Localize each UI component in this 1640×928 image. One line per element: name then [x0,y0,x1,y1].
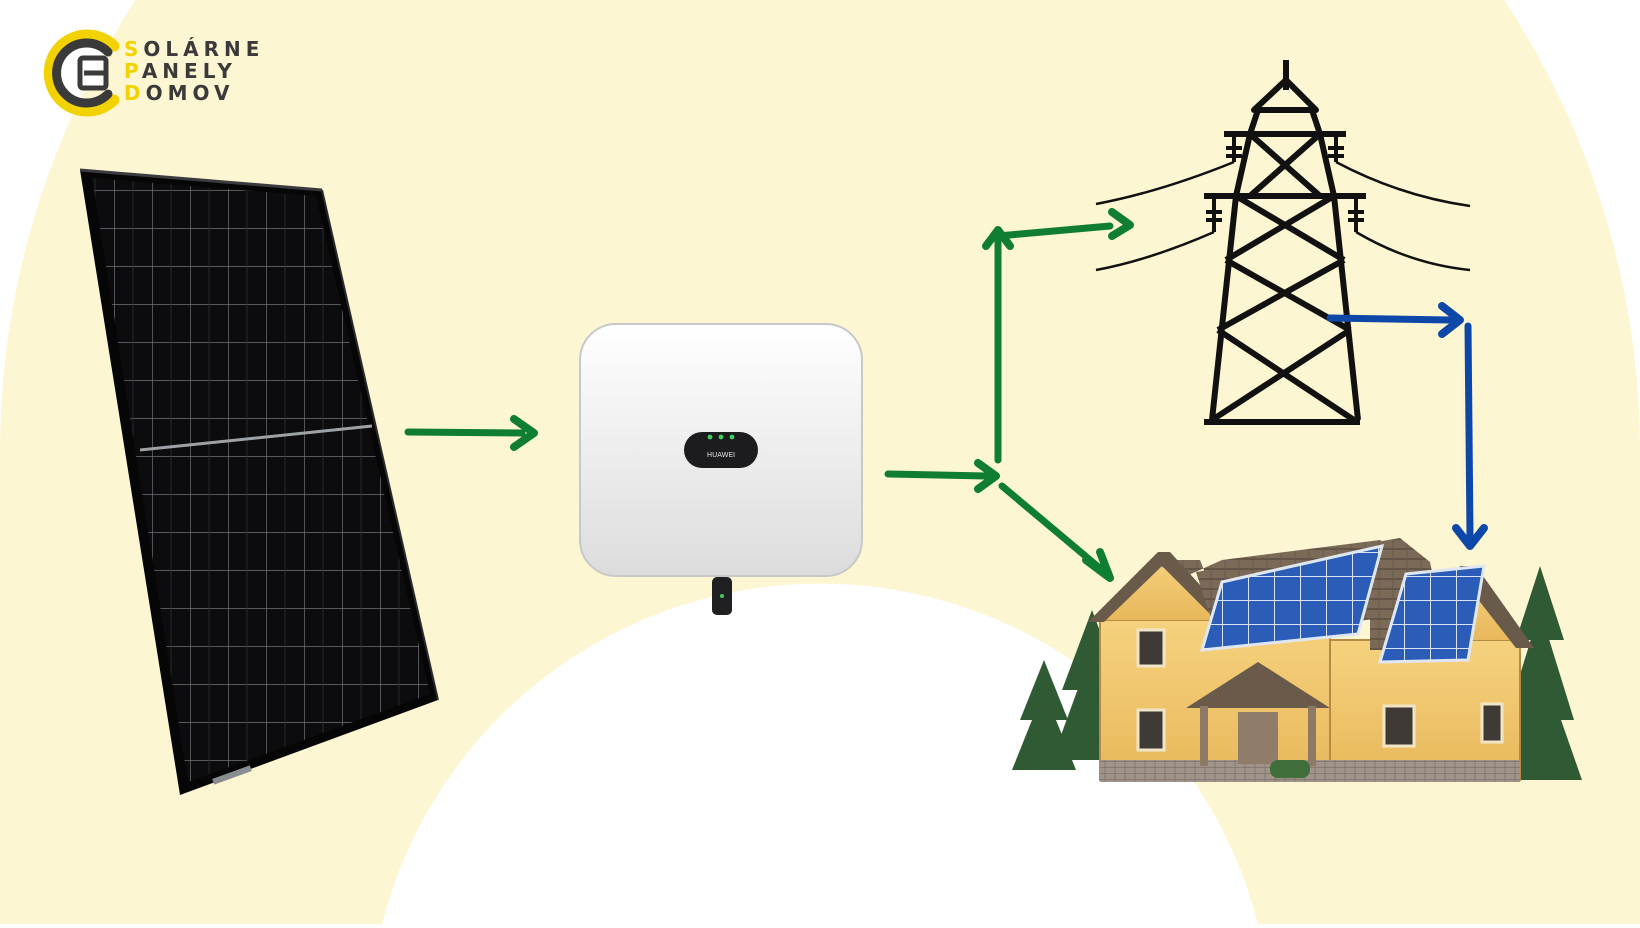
power-grid-pylon [1095,60,1471,425]
logo-line-3: DOMOV [124,81,235,105]
flow-arrows [404,208,1488,582]
inverter-brand: HUAWEI [707,451,735,459]
logo-mark [43,29,120,117]
logo-text: SOLÁRNE PANELY DOMOV [124,38,264,104]
arrow-panel-to-inverter [404,415,538,451]
arrow-grid-to-house [1326,302,1488,550]
inverter: HUAWEI [579,323,863,615]
logo-line-2: PANELY [124,59,237,83]
rooftop-solar-panels [1199,543,1486,664]
logo-line-1: SOLÁRNE [124,37,265,61]
arrow-to-house [998,482,1114,582]
solar-panel [79,168,439,795]
inverter-display [684,432,758,468]
arrow-inverter-to-junction [884,459,1000,493]
arrow-to-grid [982,208,1134,464]
house [1012,538,1582,782]
